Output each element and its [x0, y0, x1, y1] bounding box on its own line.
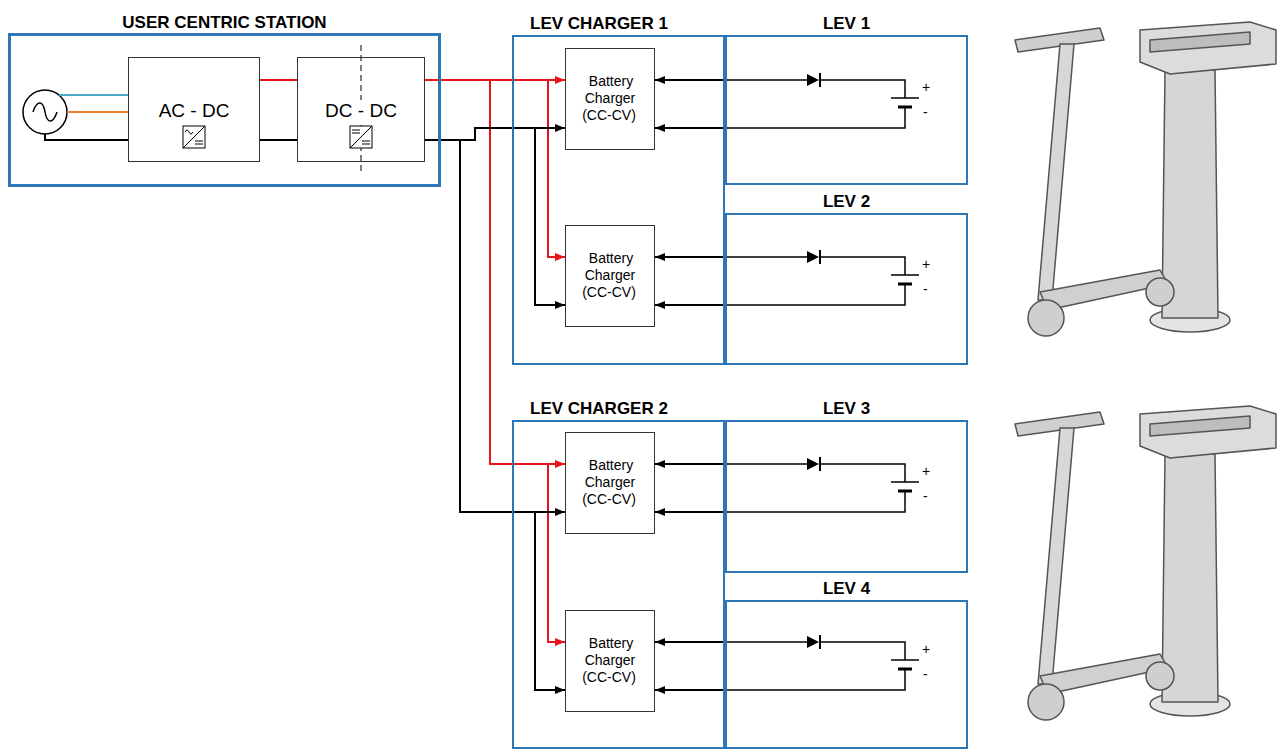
polarity-mark: - [923, 282, 928, 296]
dock-head [1140, 22, 1276, 74]
vehicle-panel: LEV 2 [725, 213, 968, 365]
station-panel: USER CENTRIC STATIONAC - DCDC - DC [8, 33, 441, 187]
return-wire [535, 512, 565, 690]
panel-heading: LEV CHARGER 1 [530, 14, 723, 34]
converter-box: AC - DC [128, 57, 260, 162]
diode-symbol [819, 635, 821, 649]
scooter-front-wheel [1028, 300, 1064, 336]
converter-box: DC - DC [297, 57, 425, 162]
panel-heading: LEV CHARGER 2 [530, 399, 723, 419]
wire-connector [655, 79, 725, 81]
phase-wire [59, 94, 128, 96]
wire-connector [655, 256, 725, 258]
phase-wire [67, 111, 128, 113]
polarity-mark: - [923, 105, 928, 119]
charger-panel: LEV CHARGER 2Battery Charger (CC-CV)Batt… [512, 420, 725, 749]
battery-wire [725, 464, 905, 482]
battery-wire [725, 284, 905, 305]
diode-symbol [807, 74, 819, 86]
dc-mark [362, 141, 370, 144]
battery-symbol [891, 659, 919, 661]
panel-heading: LEV 3 [727, 399, 966, 419]
diode-symbol [819, 73, 821, 87]
battery-charger-box: Battery Charger (CC-CV) [565, 432, 655, 534]
polarity-mark: + [922, 80, 930, 94]
wire-connector [425, 80, 565, 257]
scooter-stem [1038, 44, 1074, 300]
scooter-rear-wheel [1146, 278, 1174, 306]
diode-symbol [807, 458, 819, 470]
charger-panel: LEV CHARGER 1Battery Charger (CC-CV)Batt… [512, 35, 725, 365]
battery-charger-box: Battery Charger (CC-CV) [565, 610, 655, 712]
battery-wire [725, 669, 905, 690]
ac-source-symbol [23, 90, 67, 134]
box-label: Battery Charger (CC-CV) [582, 250, 638, 300]
neutral-wire [45, 134, 128, 140]
diode-symbol [807, 251, 819, 263]
battery-charger-box: Battery Charger (CC-CV) [565, 48, 655, 150]
dc-mark [352, 130, 360, 133]
battery-wire [725, 491, 905, 512]
box-label: Battery Charger (CC-CV) [582, 457, 638, 507]
box-label-holder: Battery Charger (CC-CV) [566, 635, 654, 685]
panel-heading: USER CENTRIC STATION [11, 13, 438, 33]
panel-heading: LEV 1 [727, 14, 966, 34]
box-label: Battery Charger (CC-CV) [582, 73, 638, 123]
box-label: DC - DC [323, 100, 399, 121]
converter-symbol-diagonal [350, 126, 372, 148]
vehicle-panel: LEV 4 [725, 600, 968, 749]
vehicle-panel: LEV 3 [725, 420, 968, 573]
diode-symbol [819, 250, 821, 264]
box-label-holder: Battery Charger (CC-CV) [566, 250, 654, 300]
ac-source-symbol [33, 103, 57, 121]
wire-connector [655, 641, 725, 643]
dock-slot [1150, 32, 1250, 52]
wire-connector [655, 463, 725, 465]
polarity-mark: + [922, 257, 930, 271]
box-label-holder: DC - DC [298, 100, 424, 123]
battery-wire [725, 107, 905, 128]
converter-symbol-frame [350, 126, 372, 148]
panel-heading: LEV 4 [727, 579, 966, 599]
battery-charger-box: Battery Charger (CC-CV) [565, 225, 655, 327]
diode-symbol [807, 636, 819, 648]
box-label: Battery Charger (CC-CV) [582, 635, 638, 685]
box-label-holder: Battery Charger (CC-CV) [566, 73, 654, 123]
box-label: AC - DC [157, 100, 232, 121]
return-wire [655, 127, 725, 129]
converter-symbol [183, 126, 205, 148]
box-label-holder: Battery Charger (CC-CV) [566, 457, 654, 507]
return-wire [425, 140, 565, 512]
scooter-dock-illustration [1015, 22, 1276, 336]
dc-link-wire [260, 79, 297, 81]
battery-wire [725, 80, 905, 98]
return-wire [655, 304, 725, 306]
wire-connector [425, 80, 565, 642]
dc-link-wire [260, 139, 297, 141]
dc-mark [195, 141, 203, 144]
converter-symbol-diagonal [183, 126, 205, 148]
scooter-dock-illustration [1015, 406, 1276, 720]
panel-heading: LEV 2 [727, 192, 966, 212]
battery-wire [725, 257, 905, 275]
vehicle-panel: LEV 1 [725, 35, 968, 185]
return-wire [655, 511, 725, 513]
return-wire [535, 128, 565, 305]
battery-wire [725, 642, 905, 660]
converter-symbol-frame [183, 126, 205, 148]
polarity-mark: - [923, 667, 928, 681]
return-wire [655, 689, 725, 691]
dock-post [1162, 70, 1218, 318]
ac-mark [185, 130, 193, 134]
polarity-mark: + [922, 642, 930, 656]
battery-symbol [891, 274, 919, 276]
battery-symbol [891, 97, 919, 99]
converter-symbol [350, 126, 372, 148]
polarity-mark: - [923, 489, 928, 503]
diode-symbol [819, 457, 821, 471]
box-label-holder: AC - DC [129, 100, 259, 123]
battery-symbol [891, 481, 919, 483]
polarity-mark: + [922, 464, 930, 478]
